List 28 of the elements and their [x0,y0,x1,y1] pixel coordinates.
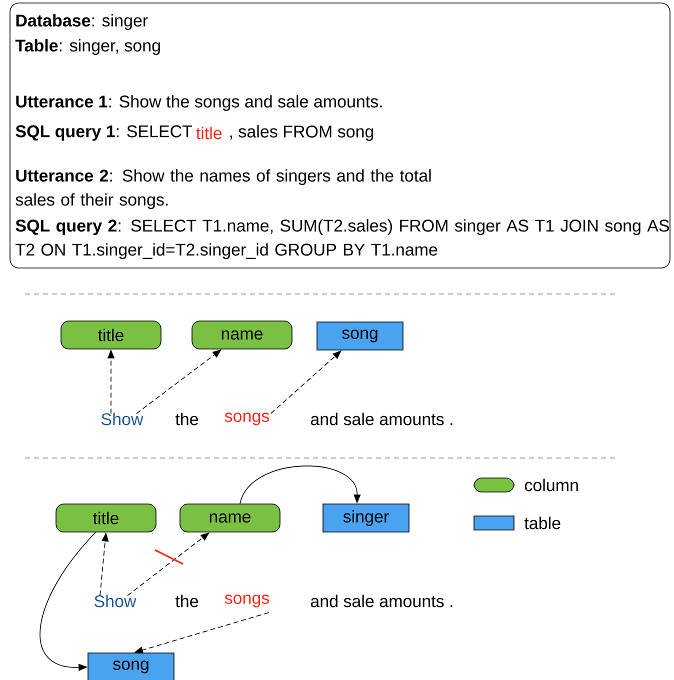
text-line: Table: singer, song [15,39,160,55]
text-line: Utterance 1: Show the songs and sale amounts. [16,95,382,111]
column-pill: name [180,504,280,532]
text-panel [10,2,670,268]
word: Show [102,412,144,426]
word: and sale amounts . [310,594,452,608]
legend-label: column [524,478,578,492]
word: songs [224,412,270,426]
word: Show [94,594,136,608]
column-pill: title [60,320,162,350]
text-line: Utterance 2: Show the names of singers and the total sales of their songs. [16,169,431,210]
text-line: title [196,126,222,140]
legend-label: table [524,516,560,530]
column-pill: title [56,504,156,532]
column-pill: name [192,320,292,350]
text-line: Database: singer [16,14,148,30]
text-line: SQL query 1: SELECT [16,125,192,141]
text-line: SQL query 2: SELECT T1.name, SUM(T2.sales) FROM singer AS T1 JOIN song AS T2 ON T1.singer_id=T2.singer_id GROUP BY T1.name [16,219,670,260]
table-box: singer [322,504,410,532]
word: songs [224,594,270,608]
text-line: , sales FROM song [230,125,374,141]
word: and sale amounts . [310,412,452,426]
arrow [240,466,361,504]
word: the [175,412,198,426]
word: the [175,594,198,608]
table-box: song [88,652,174,680]
table-box: song [316,322,404,350]
arrow [40,532,96,671]
